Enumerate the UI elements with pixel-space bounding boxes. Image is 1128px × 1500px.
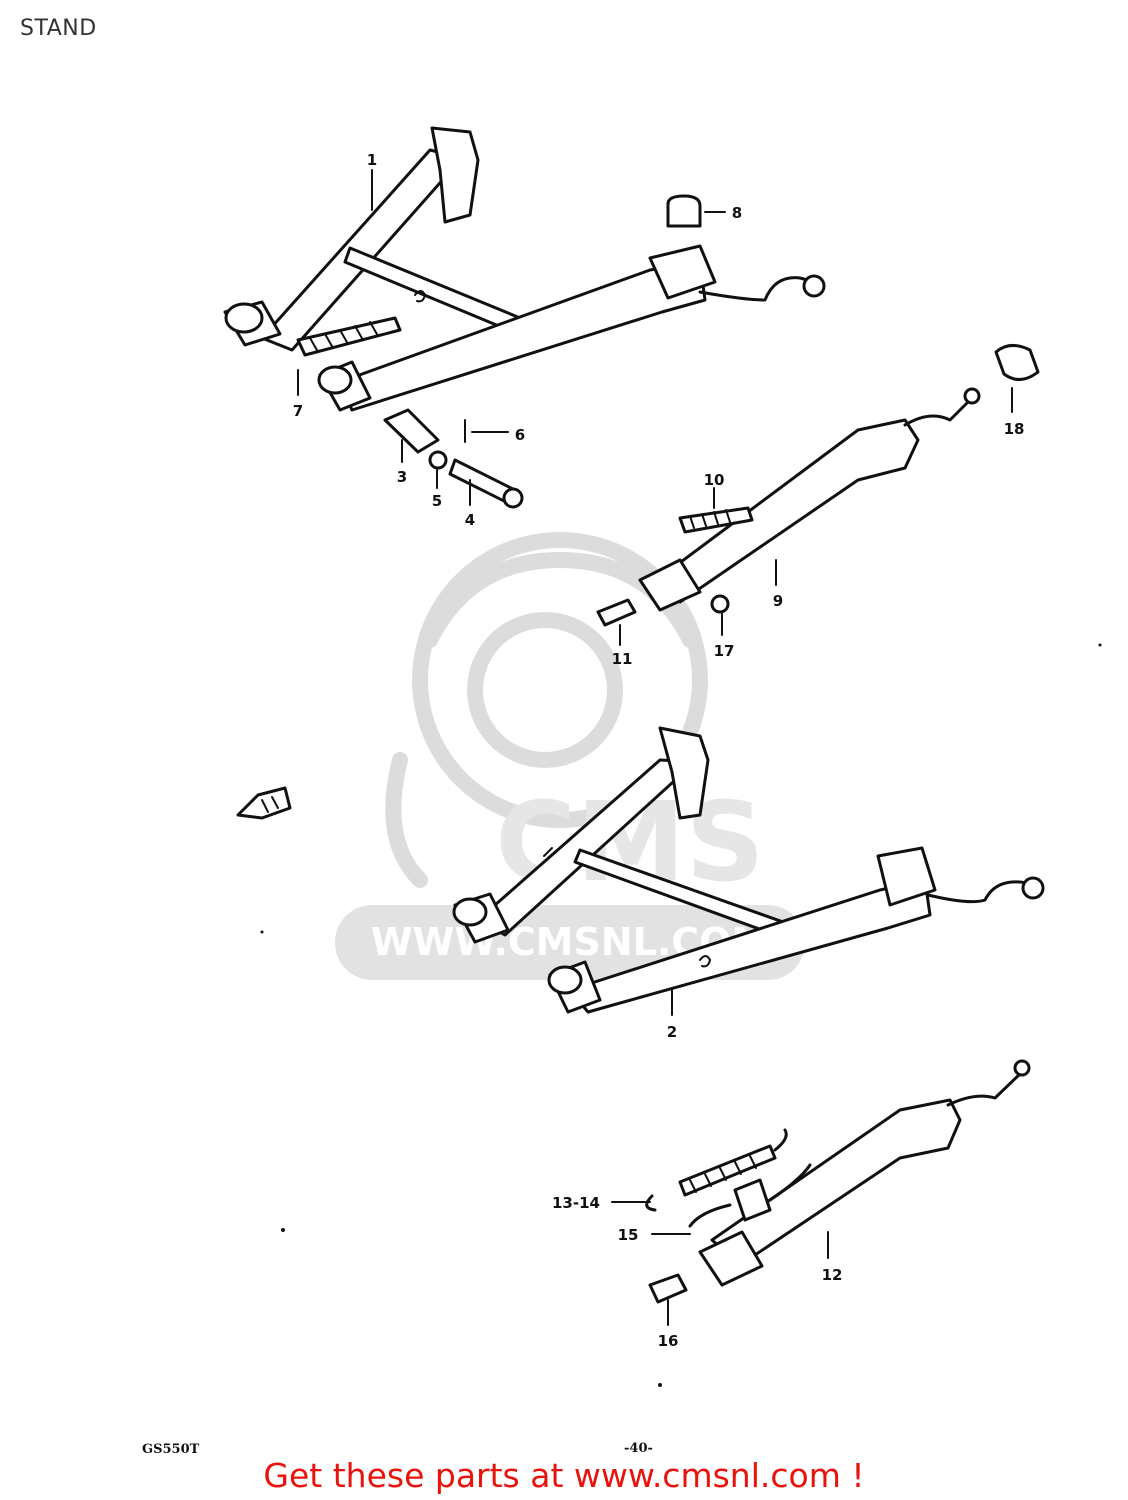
page-number: -40- (624, 1441, 653, 1456)
center-stand-upper (223, 126, 826, 412)
page-title: STAND (20, 16, 97, 41)
side-stand-upper (596, 387, 981, 627)
callout-15: 15 (618, 1226, 639, 1244)
callout-3: 3 (397, 468, 407, 486)
side-stand-lower (645, 1059, 1031, 1304)
callout-10: 10 (704, 471, 725, 489)
callout-12: 12 (822, 1266, 843, 1284)
callout-5: 5 (432, 492, 442, 510)
center-stand-lower (452, 726, 1045, 1014)
leader-lines (297, 169, 1013, 1326)
model-code: GS550T (142, 1442, 200, 1457)
get-parts-link[interactable]: Get these parts at www.cmsnl.com ! (263, 1456, 865, 1495)
callout-11: 11 (612, 650, 633, 668)
callout-1: 1 (367, 151, 377, 169)
callout-18: 18 (1004, 420, 1025, 438)
small-parts-upper (383, 194, 1040, 509)
callout-13-14: 13-14 (552, 1194, 600, 1212)
callout-2: 2 (667, 1023, 677, 1041)
callout-7: 7 (293, 402, 303, 420)
callout-8: 8 (732, 204, 742, 222)
callout-9: 9 (773, 592, 783, 610)
callout-4: 4 (465, 511, 475, 529)
callout-6: 6 (515, 426, 525, 444)
callout-17: 17 (714, 642, 735, 660)
front-arrow-icon (236, 786, 292, 820)
scan-specks (260, 643, 1102, 1387)
callout-16: 16 (658, 1332, 679, 1350)
